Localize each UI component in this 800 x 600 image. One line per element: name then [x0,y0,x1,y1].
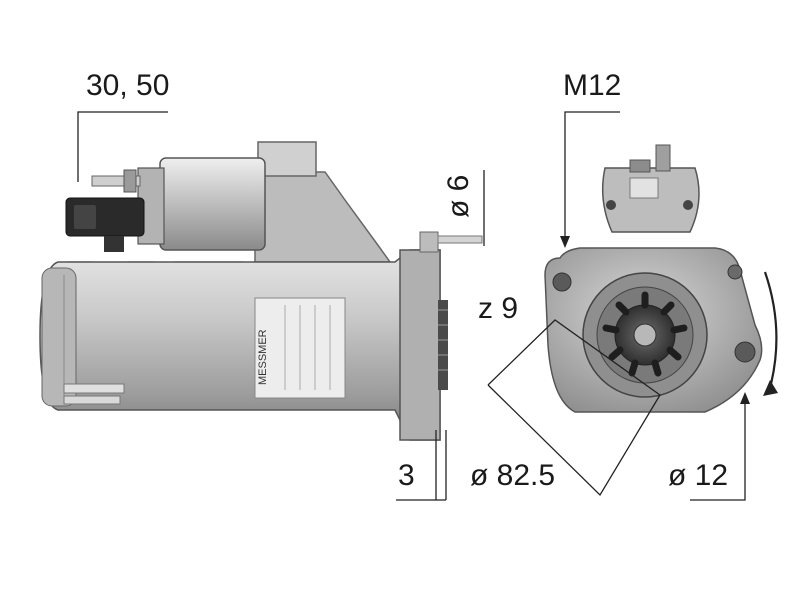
mounting-hole [734,341,756,363]
terminal-label: 30, 50 [86,69,169,102]
starter-front-view [544,144,763,413]
pinion-hub [633,323,657,347]
mounting-hole [727,264,743,280]
end-cap [41,267,77,407]
alignment-pin-shaft [437,235,483,244]
starter-side-view: MESSMER [39,141,483,441]
pinion-teeth [602,291,688,377]
drive-housing [399,249,441,441]
through-bolt [63,383,125,394]
mounting-bracket [254,171,392,263]
bracket-top-tab [257,141,317,177]
motor-housing [39,249,441,441]
thread-label: M12 [563,69,621,102]
nameplate-brand: MESSMER [257,329,269,385]
hole-diameter-label: ø 12 [668,459,728,492]
offset-label: 3 [398,459,415,492]
front-screw [606,200,616,210]
dia12-arrow [740,392,750,404]
dimension-lines [77,111,746,501]
mounting-hole [552,272,572,292]
front-screw [683,200,693,210]
terminal-nut [123,169,137,193]
m12-arrow [560,236,570,248]
through-bolt [63,395,121,405]
pin-diameter-label: ø 6 [442,175,475,218]
solenoid [159,157,266,251]
flange-diameter-label: ø 82.5 [470,459,555,492]
terminal-stud [91,175,141,187]
front-terminal-stud [655,144,671,172]
alignment-pin [419,231,439,253]
pinion-side [438,300,448,390]
teeth-label: z 9 [478,292,518,325]
clockwise-rotation-arrow-icon [763,271,778,389]
front-terminal-housing [601,167,700,233]
